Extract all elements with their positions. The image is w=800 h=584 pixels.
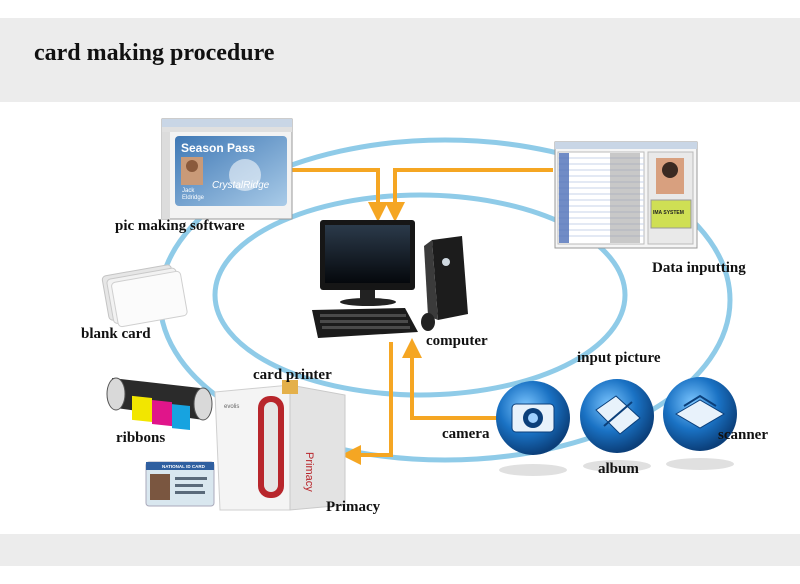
album-label: album — [598, 461, 639, 477]
computer-illustration — [312, 220, 468, 338]
card-printer-illustration — [214, 380, 346, 511]
arrow-camera-to-computer — [402, 338, 497, 420]
card-name-1: Jack — [182, 188, 195, 194]
printer-model-text: Primacy — [303, 452, 315, 492]
arrow-computer-to-printer — [341, 342, 393, 465]
national-id-card — [145, 461, 215, 507]
card-title-text: Season Pass — [181, 141, 255, 155]
ribbons-label: ribbons — [116, 430, 166, 446]
album-orb — [580, 379, 654, 472]
camera-orb — [496, 381, 570, 476]
camera-label: camera — [442, 426, 490, 442]
scanner-orb — [663, 377, 737, 470]
id-card-header: NATIONAL ID CARD — [162, 464, 206, 469]
primacy-label: Primacy — [326, 499, 381, 515]
pic-software-label: pic making software — [115, 218, 245, 234]
software-window — [161, 118, 293, 220]
ribbon-cartridge — [106, 377, 213, 430]
data-window — [554, 141, 698, 249]
arrow-data-to-computer — [385, 168, 553, 222]
arrow-software-to-computer — [283, 168, 388, 222]
card-name-2: Eldridge — [182, 195, 205, 201]
blank-card-stack — [101, 264, 188, 328]
blank-card-label: blank card — [81, 326, 151, 342]
panel-text: IMA SYSTEM — [653, 210, 684, 216]
card-printer-label: card printer — [253, 367, 332, 383]
data-inputting-label: Data inputting — [652, 260, 746, 276]
footer-band — [0, 534, 800, 566]
card-brand-text: CrystalRidge — [212, 180, 270, 191]
printer-brand-text: evolis — [224, 404, 239, 410]
id-panel — [650, 199, 692, 229]
computer-label: computer — [426, 333, 488, 349]
page-title: card making procedure — [34, 40, 275, 66]
header-band — [0, 18, 800, 102]
inner-ring — [212, 192, 628, 398]
scanner-label: scanner — [718, 427, 768, 443]
input-picture-label: input picture — [577, 350, 661, 366]
